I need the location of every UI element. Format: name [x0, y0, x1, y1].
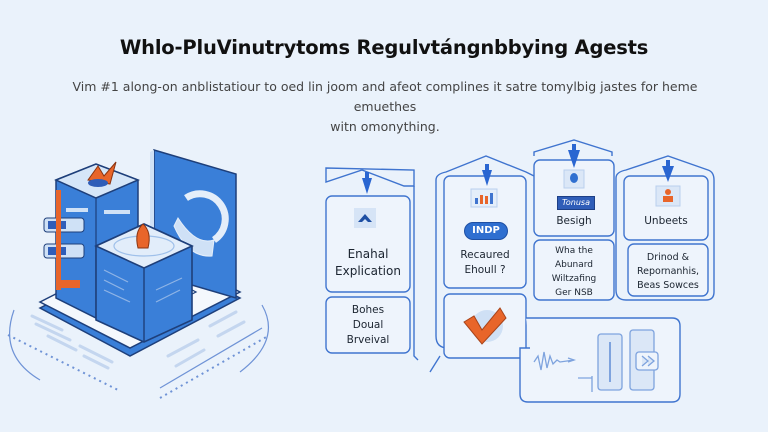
column-3-roof — [533, 139, 613, 156]
box-label-recaured-ehoull: Recaured Ehoull ? — [460, 249, 510, 276]
column-3-box-2-frame — [533, 239, 615, 301]
pin-icon — [136, 223, 150, 249]
isometric-server-illustration — [7, 148, 270, 399]
arrow-down-icon — [568, 144, 580, 168]
box-label-wha-the-abunard: Wha the Abunard Wiltzafing Ger NSB — [551, 246, 597, 298]
arrow-down-icon — [482, 164, 492, 186]
column-1-roof — [325, 167, 415, 187]
column-4-box-2-frame — [627, 243, 709, 297]
checkmark-icon — [463, 307, 507, 345]
column-4-outer — [615, 155, 715, 301]
column-1-box-2-frame — [325, 296, 411, 354]
chart-icon — [470, 188, 498, 208]
ground-decoration — [7, 304, 270, 399]
waveform-icon — [533, 351, 593, 392]
lightbulb-icon — [563, 169, 585, 189]
box-label-enahal-explication: Enahal Explication — [335, 247, 401, 278]
box-label-drinod-repornanhis: Drinod & Repornanhis, Beas Sowces — [636, 252, 700, 291]
subtitle-line-1: Vim #1 along-on anblistatiour to oed lin… — [72, 79, 698, 114]
subtitle-line-2: witn omonything. — [330, 119, 440, 134]
page-title: Whlo-PluVinutrytoms Regulvtángnbbying Ag… — [119, 36, 649, 59]
connector-line — [429, 355, 441, 373]
chevron-up-icon — [354, 208, 376, 228]
flame-icon — [87, 161, 117, 187]
phone-icon — [597, 333, 623, 391]
arrow-down-icon — [662, 160, 674, 182]
page-subtitle: Vim #1 along-on anblistatiour to oed lin… — [40, 77, 730, 137]
user-card-icon — [655, 185, 681, 207]
box-label-unbeets: Unbeets — [644, 215, 688, 227]
column-1-box-1-frame — [325, 195, 411, 293]
column-1-frame — [413, 186, 419, 361]
tonusa-badge: Tonusa — [557, 196, 595, 210]
column-2-outer — [435, 155, 535, 349]
indp-pill: INDP — [464, 222, 508, 240]
box-label-besigh: Besigh — [556, 215, 592, 227]
ground-lines — [30, 310, 246, 370]
box-label-bohes-doual-brveival: Bohes Doual Brveival — [346, 304, 390, 346]
flow-arrows — [362, 144, 674, 194]
arrow-down-icon — [362, 172, 372, 194]
phone-forward-icon — [629, 329, 659, 391]
